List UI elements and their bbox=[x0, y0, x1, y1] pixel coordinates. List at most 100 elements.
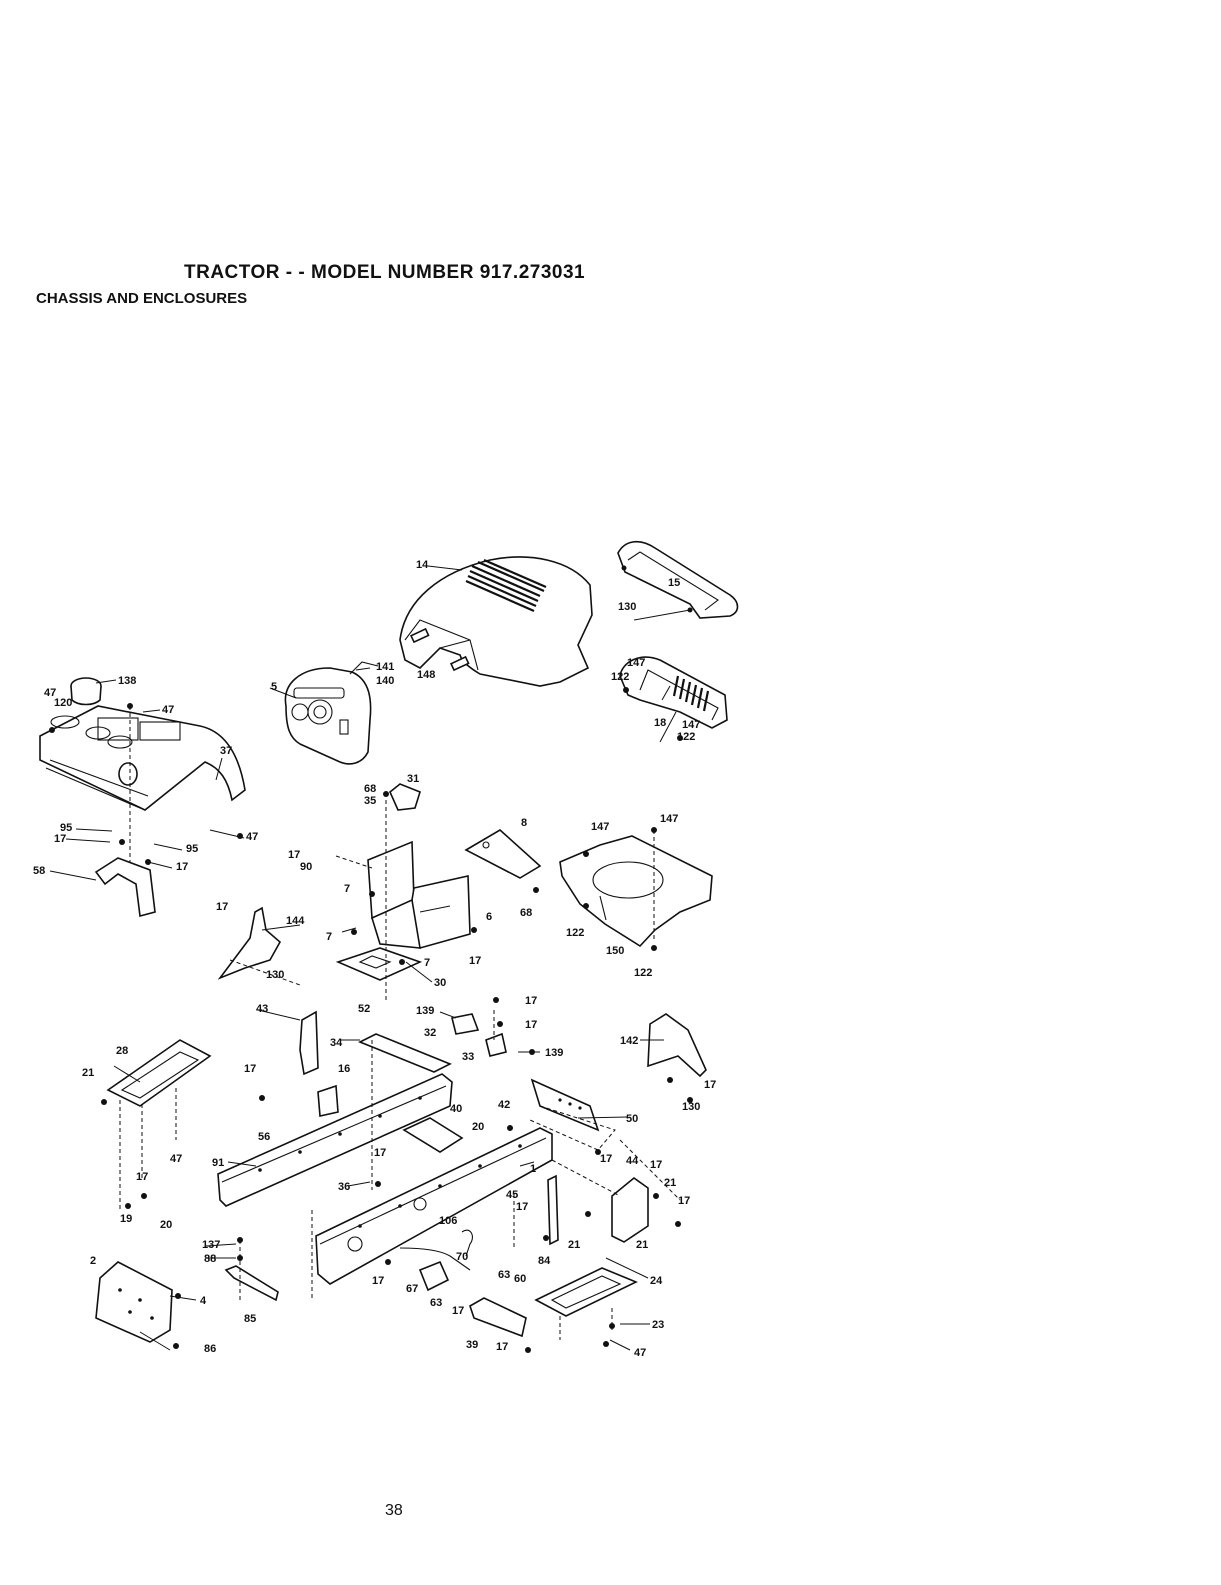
callout-label: 17 bbox=[244, 1063, 256, 1075]
plate-16-part bbox=[317, 1084, 339, 1117]
callout-label: 17 bbox=[136, 1171, 148, 1183]
page-title: TRACTOR - - MODEL NUMBER 917.273031 bbox=[184, 262, 586, 283]
callout-label: 17 bbox=[496, 1341, 508, 1353]
callout-label: 56 bbox=[258, 1131, 270, 1143]
callout-label: 32 bbox=[424, 1027, 436, 1039]
callout-label: 17 bbox=[678, 1195, 690, 1207]
callout-label: 68 bbox=[520, 907, 532, 919]
callout-label: 45 bbox=[506, 1189, 518, 1201]
callout-label: 17 bbox=[288, 849, 300, 861]
callout-label: 147 bbox=[627, 657, 645, 669]
callout-label: 40 bbox=[450, 1103, 462, 1115]
callout-label: 39 bbox=[466, 1339, 478, 1351]
callout-label: 139 bbox=[545, 1047, 563, 1059]
callout-label: 34 bbox=[330, 1037, 343, 1049]
callout-label: 122 bbox=[634, 967, 652, 979]
callout-label: 36 bbox=[338, 1181, 350, 1193]
callout-label: 21 bbox=[636, 1239, 648, 1251]
callout-label: 17 bbox=[372, 1275, 384, 1287]
fuel-cap-part bbox=[70, 677, 102, 706]
frame-left-part bbox=[217, 1073, 453, 1207]
callout-label: 139 bbox=[416, 1005, 434, 1017]
callout-label: 147 bbox=[682, 719, 700, 731]
callout-label: 17 bbox=[516, 1201, 528, 1213]
bracket-85-part bbox=[224, 1265, 279, 1302]
callout-label: 21 bbox=[568, 1239, 580, 1251]
callout-label: 7 bbox=[424, 957, 430, 969]
callout-label: 120 bbox=[54, 697, 72, 709]
callout-label: 21 bbox=[664, 1177, 676, 1189]
callout-label: 18 bbox=[654, 717, 666, 729]
callout-label: 84 bbox=[538, 1255, 551, 1267]
callout-label: 44 bbox=[626, 1155, 639, 1167]
callout-label: 17 bbox=[600, 1153, 612, 1165]
callout-label: 2 bbox=[90, 1255, 96, 1267]
callout-label: 130 bbox=[266, 969, 284, 981]
callout-label: 63 bbox=[498, 1269, 510, 1281]
callout-label: 63 bbox=[430, 1297, 442, 1309]
brake-rod-part bbox=[399, 1229, 473, 1271]
callout-label: 137 bbox=[202, 1239, 220, 1251]
callout-label: 141 bbox=[376, 661, 394, 673]
callout-label: 33 bbox=[462, 1051, 474, 1063]
callout-label: 19 bbox=[120, 1213, 132, 1225]
front-bracket-part bbox=[95, 1261, 173, 1343]
hood-vent-grille bbox=[465, 558, 547, 613]
footrest-right-part bbox=[534, 1267, 638, 1317]
callout-label: 147 bbox=[591, 821, 609, 833]
callout-label: 23 bbox=[652, 1319, 664, 1331]
callout-label: 17 bbox=[176, 861, 188, 873]
callout-label: 17 bbox=[374, 1147, 386, 1159]
callout-label: 17 bbox=[452, 1305, 464, 1317]
leader-lines bbox=[49, 565, 691, 1351]
bracket-43-part bbox=[299, 1010, 319, 1076]
callout-label: 122 bbox=[566, 927, 584, 939]
callout-label: 150 bbox=[606, 945, 624, 957]
section-subtitle: CHASSIS AND ENCLOSURES bbox=[36, 290, 248, 307]
mounting-plate-part bbox=[464, 829, 542, 879]
footrest-left-part bbox=[106, 1039, 212, 1107]
callout-label: 52 bbox=[358, 1003, 370, 1015]
callout-label: 28 bbox=[116, 1045, 128, 1057]
callout-label: 95 bbox=[186, 843, 198, 855]
callout-label: 106 bbox=[439, 1215, 457, 1227]
callout-label: 130 bbox=[682, 1101, 700, 1113]
lower-shroud-part bbox=[559, 835, 713, 948]
callout-label: 30 bbox=[434, 977, 446, 989]
callout-label: 15 bbox=[668, 577, 680, 589]
callout-label: 17 bbox=[704, 1079, 716, 1091]
callout-label: 147 bbox=[660, 813, 678, 825]
callout-label: 42 bbox=[498, 1099, 510, 1111]
callout-label: 4 bbox=[200, 1295, 207, 1307]
grille-panel-part bbox=[617, 540, 739, 619]
callout-label: 6 bbox=[486, 911, 492, 923]
callout-labels: 14 15 130 141 140 148 5 138 47 120 47 37… bbox=[33, 559, 716, 1359]
floor-plate-part bbox=[335, 947, 423, 981]
callout-label: 142 bbox=[620, 1035, 638, 1047]
callout-label: 17 bbox=[525, 1019, 537, 1031]
dashboard-part bbox=[284, 661, 379, 765]
callout-label: 17 bbox=[216, 901, 228, 913]
callout-label: 24 bbox=[650, 1275, 663, 1287]
callout-label: 140 bbox=[376, 675, 394, 687]
callout-label: 7 bbox=[344, 883, 350, 895]
bracket-39-part bbox=[469, 1297, 527, 1338]
callout-label: 17 bbox=[525, 995, 537, 1007]
callout-label: 144 bbox=[286, 915, 305, 927]
callout-label: 8 bbox=[521, 817, 527, 829]
headlight-vent bbox=[672, 675, 710, 712]
callout-label: 31 bbox=[407, 773, 419, 785]
pedestal-part bbox=[367, 840, 471, 949]
callout-label: 88 bbox=[204, 1253, 216, 1265]
callout-label: 67 bbox=[406, 1283, 418, 1295]
callout-label: 16 bbox=[338, 1063, 350, 1075]
callout-label: 20 bbox=[472, 1121, 484, 1133]
callout-label: 68 bbox=[364, 783, 376, 795]
callout-label: 43 bbox=[256, 1003, 268, 1015]
callout-label: 47 bbox=[44, 687, 56, 699]
callout-label: 47 bbox=[170, 1153, 182, 1165]
callout-label: 130 bbox=[618, 601, 636, 613]
callout-label: 7 bbox=[326, 931, 332, 943]
callout-label: 35 bbox=[364, 795, 376, 807]
